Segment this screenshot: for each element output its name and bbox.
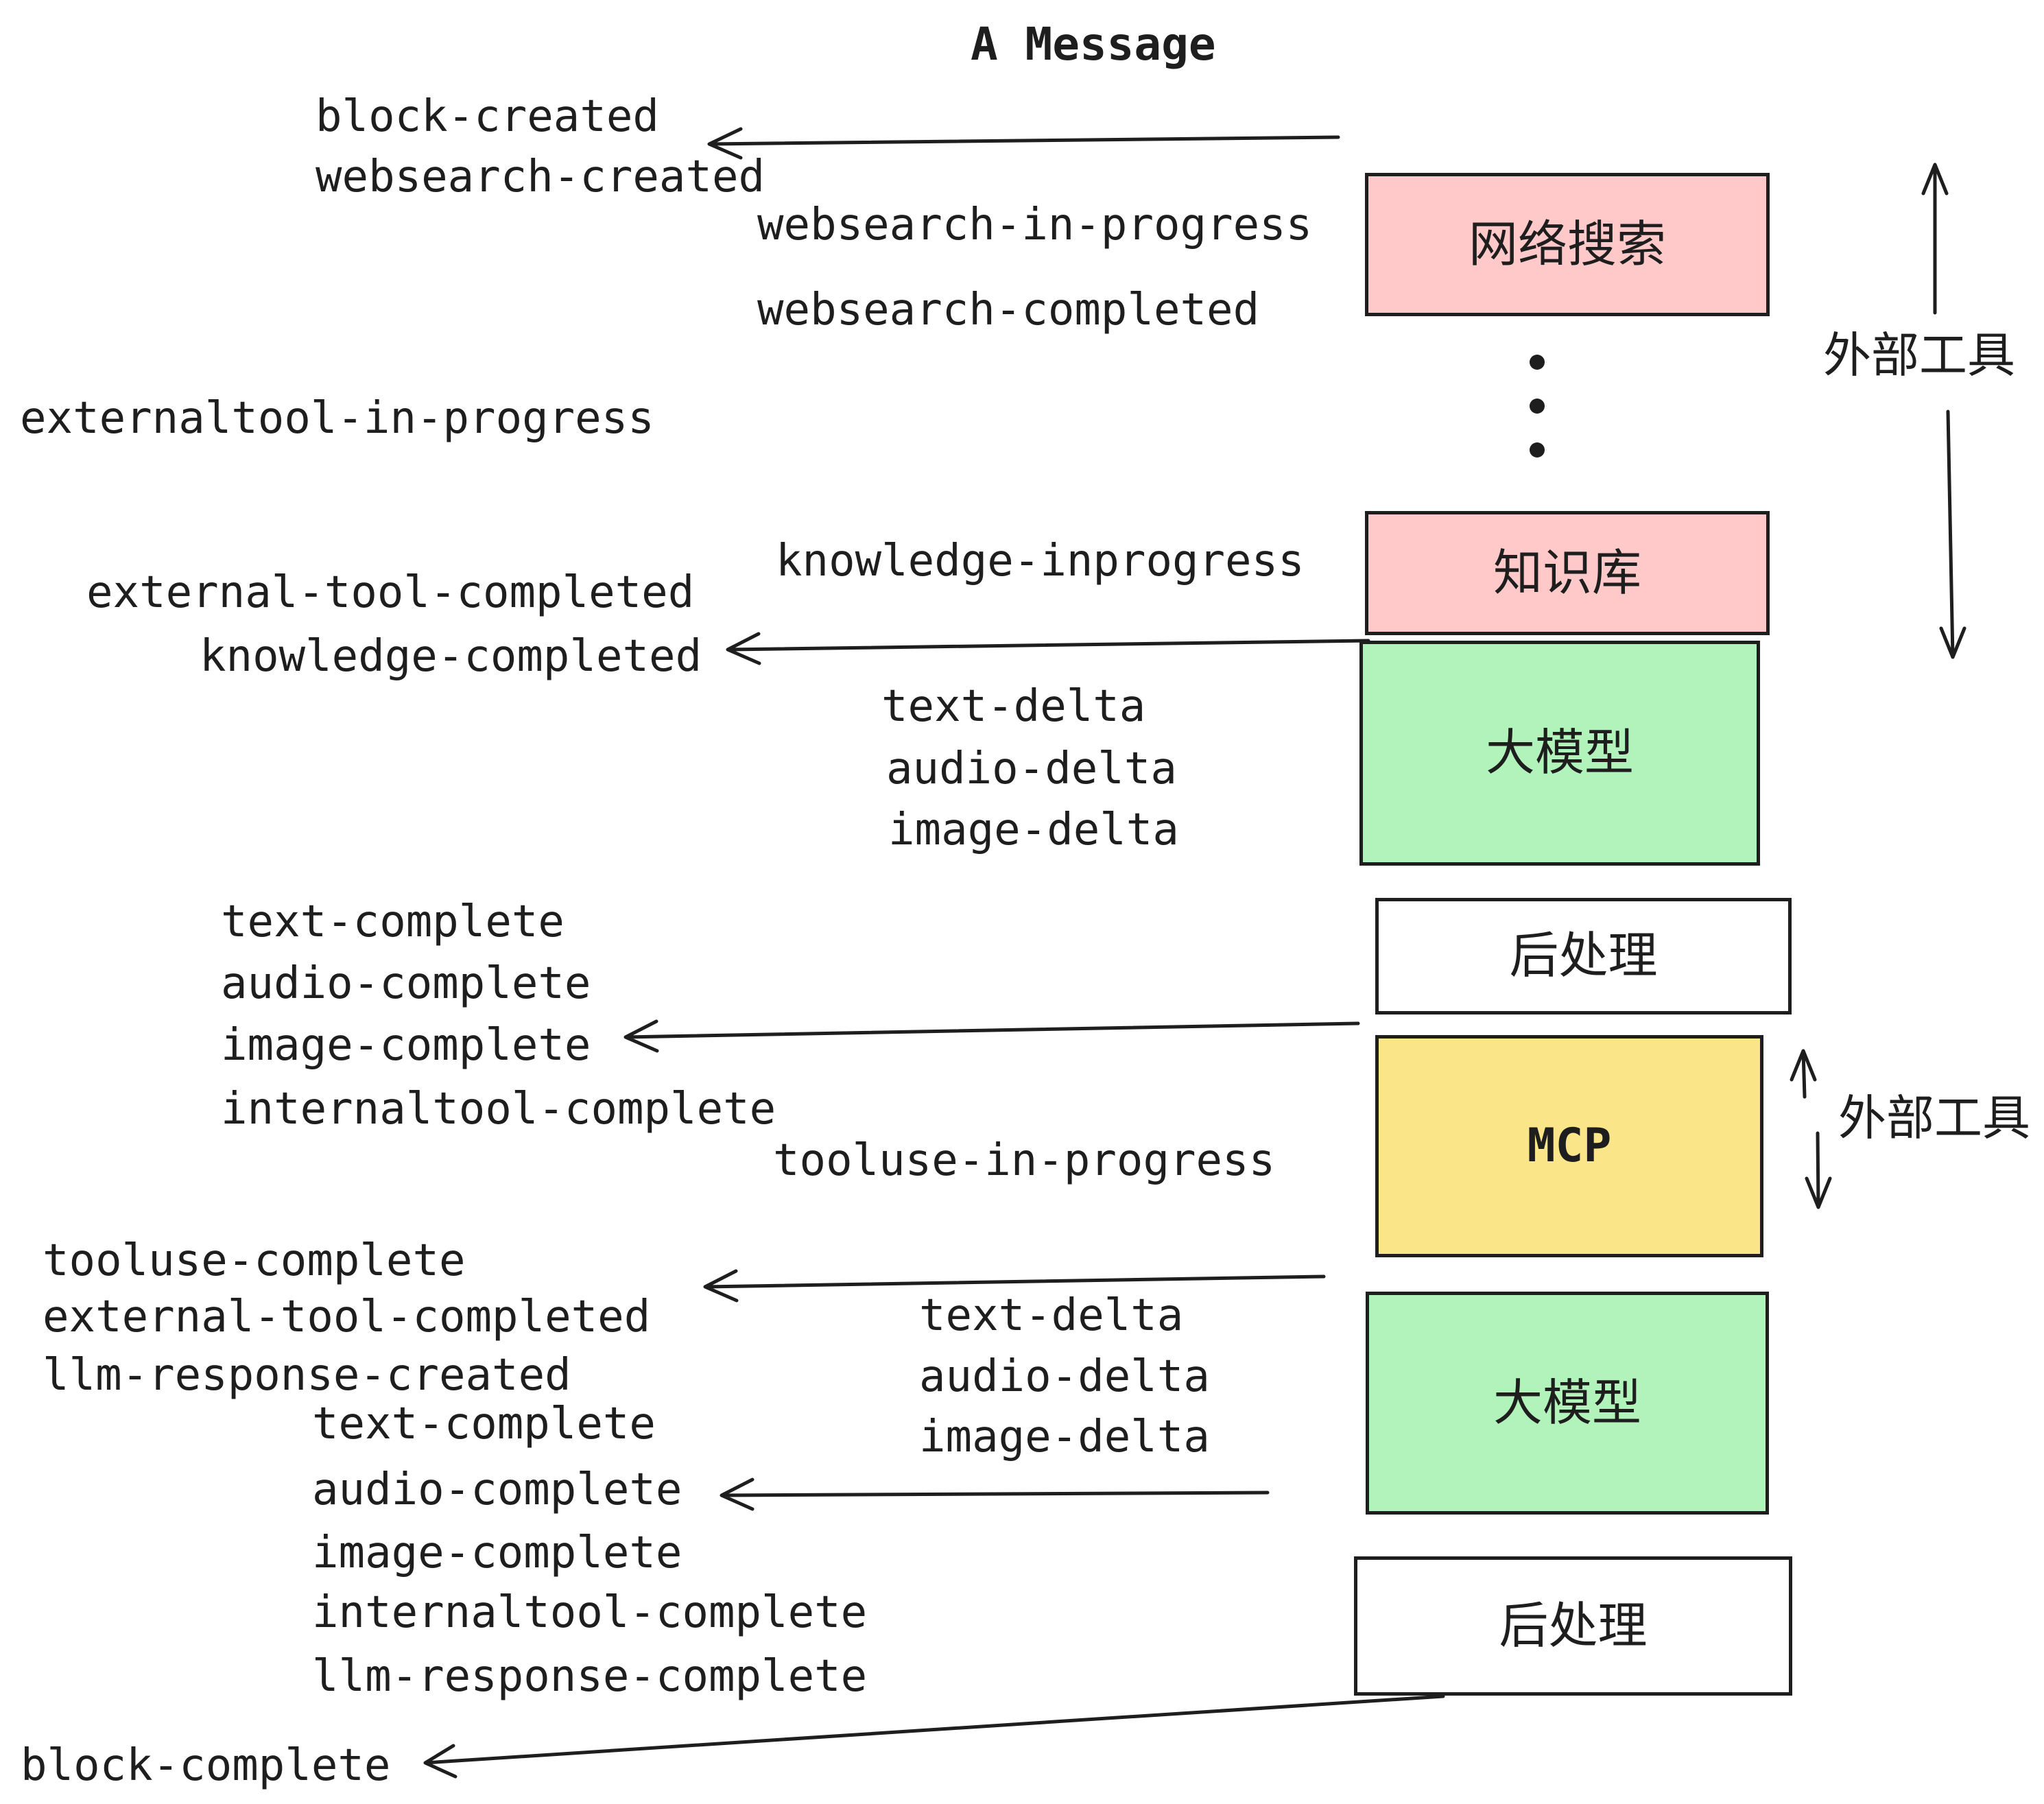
event-label-websearch-in-progress: websearch-in-progress bbox=[757, 200, 1313, 250]
event-label-externaltool-in-progress: externaltool-in-progress bbox=[20, 393, 654, 444]
event-label-external-tool-completed-1: external-tool-completed bbox=[86, 567, 695, 618]
event-label-image-delta-2: image-delta bbox=[919, 1412, 1210, 1462]
event-label-knowledge-inprogress: knowledge-inprogress bbox=[776, 536, 1305, 586]
event-label-audio-delta-2: audio-delta bbox=[919, 1351, 1210, 1402]
event-label-internaltool-complete-2: internaltool-complete bbox=[312, 1587, 868, 1638]
event-label-block-created: block-created bbox=[316, 91, 659, 142]
knowledge-box-label: 知识库 bbox=[1493, 545, 1641, 601]
mcp-box: MCP bbox=[1375, 1035, 1763, 1257]
postprocess-box-label: 后处理 bbox=[1509, 929, 1658, 984]
event-label-image-delta-1: image-delta bbox=[888, 805, 1179, 855]
page-title: A Message bbox=[971, 18, 1216, 71]
postprocess-box-label: 后处理 bbox=[1499, 1598, 1648, 1654]
event-label-internaltool-complete-1: internaltool-complete bbox=[221, 1084, 776, 1135]
event-label-block-complete: block-complete bbox=[21, 1740, 391, 1791]
external-tools-up-arrow-1 bbox=[1921, 163, 1949, 315]
event-label-image-complete-1: image-complete bbox=[221, 1020, 591, 1071]
arrow-block-complete bbox=[423, 1694, 1445, 1779]
event-label-text-delta-1: text-delta bbox=[881, 681, 1146, 732]
event-label-audio-delta-1: audio-delta bbox=[886, 744, 1177, 794]
event-label-text-complete-2: text-complete bbox=[312, 1399, 656, 1449]
postprocess-box-2: 后处理 bbox=[1354, 1556, 1792, 1696]
arrow-external-tool-completed bbox=[703, 1269, 1326, 1303]
llm-box-1: 大模型 bbox=[1359, 641, 1760, 866]
event-label-knowledge-completed: knowledge-completed bbox=[200, 631, 702, 682]
external-tools-label-2: 外部工具 bbox=[1838, 1091, 2030, 1145]
llm-box-label: 大模型 bbox=[1485, 726, 1634, 781]
event-label-tooluse-in-progress: tooluse-in-progress bbox=[773, 1135, 1276, 1186]
event-label-audio-complete-2: audio-complete bbox=[312, 1464, 682, 1515]
event-label-tooluse-complete: tooluse-complete bbox=[43, 1235, 466, 1286]
arrow-audio-complete bbox=[720, 1477, 1270, 1511]
mcp-box-label: MCP bbox=[1527, 1119, 1612, 1173]
websearch-box: 网络搜索 bbox=[1365, 173, 1770, 316]
arrow-block-created bbox=[707, 127, 1340, 160]
ellipsis-dot-3 bbox=[1530, 442, 1545, 458]
event-label-external-tool-completed-2: external-tool-completed bbox=[43, 1292, 651, 1342]
external-tools-up-arrow-2 bbox=[1790, 1049, 1817, 1099]
event-label-websearch-completed: websearch-completed bbox=[757, 285, 1260, 335]
external-tools-down-arrow-1 bbox=[1939, 410, 1966, 659]
ellipsis-dot-1 bbox=[1530, 355, 1545, 370]
arrow-knowledge-completed bbox=[726, 632, 1370, 665]
event-label-llm-response-complete: llm-response-complete bbox=[312, 1651, 868, 1702]
event-label-llm-response-created: llm-response-created bbox=[43, 1350, 571, 1401]
postprocess-box-1: 后处理 bbox=[1375, 898, 1792, 1014]
websearch-box-label: 网络搜索 bbox=[1468, 217, 1666, 272]
event-label-text-delta-2: text-delta bbox=[919, 1290, 1184, 1341]
llm-box-label: 大模型 bbox=[1493, 1375, 1641, 1431]
ellipsis-dot-2 bbox=[1530, 399, 1545, 414]
llm-box-2: 大模型 bbox=[1366, 1292, 1769, 1515]
external-tools-label-1: 外部工具 bbox=[1823, 329, 2015, 382]
arrow-image-complete bbox=[623, 1019, 1360, 1053]
external-tools-down-arrow-2 bbox=[1805, 1131, 1832, 1209]
event-label-websearch-created: websearch-created bbox=[316, 152, 765, 202]
event-label-image-complete-2: image-complete bbox=[312, 1528, 682, 1578]
event-label-audio-complete-1: audio-complete bbox=[221, 958, 591, 1009]
event-label-text-complete-1: text-complete bbox=[221, 897, 565, 947]
knowledge-box: 知识库 bbox=[1365, 511, 1770, 635]
